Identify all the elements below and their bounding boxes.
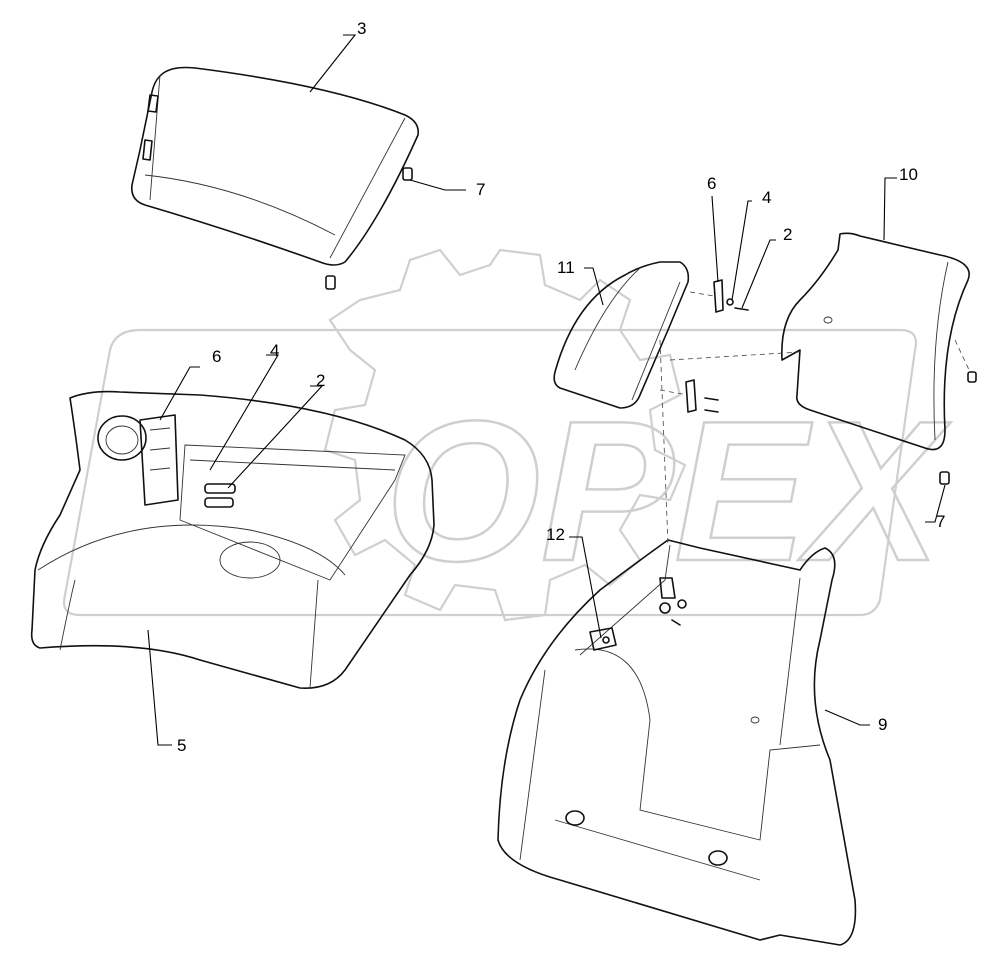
callout-5: 5 [177,736,186,755]
part-9-front-body [497,539,857,946]
hinge-hardware-right [685,279,749,413]
callout-11: 11 [557,258,575,277]
part-7-screw-upper [325,167,413,290]
callout-12: 12 [546,525,565,544]
callout-2-right: 2 [783,225,792,244]
callout-labels: 3 7 6 4 2 5 6 4 2 10 11 7 12 9 [177,19,945,755]
callout-2-left: 2 [316,371,325,390]
callout-3: 3 [357,19,366,38]
callout-9: 9 [878,715,887,734]
callout-10: 10 [899,165,918,184]
callout-6-right: 6 [707,174,716,193]
part-10-side-panel [781,232,977,485]
part-3-seat-cushion [130,66,420,266]
callout-7-top: 7 [476,180,485,199]
part-11-back-cushion [553,261,690,409]
part-5-rear-body [30,390,435,689]
opex-watermark-logo: OPEX [62,248,953,622]
callout-4-left: 4 [270,341,279,360]
callout-4-right: 4 [762,188,771,207]
callout-6-left: 6 [212,347,221,366]
assembly-dashed-lines [659,291,971,546]
callout-7-right: 7 [936,512,945,531]
watermark-text: OPEX [385,380,951,603]
leader-lines [147,34,946,746]
